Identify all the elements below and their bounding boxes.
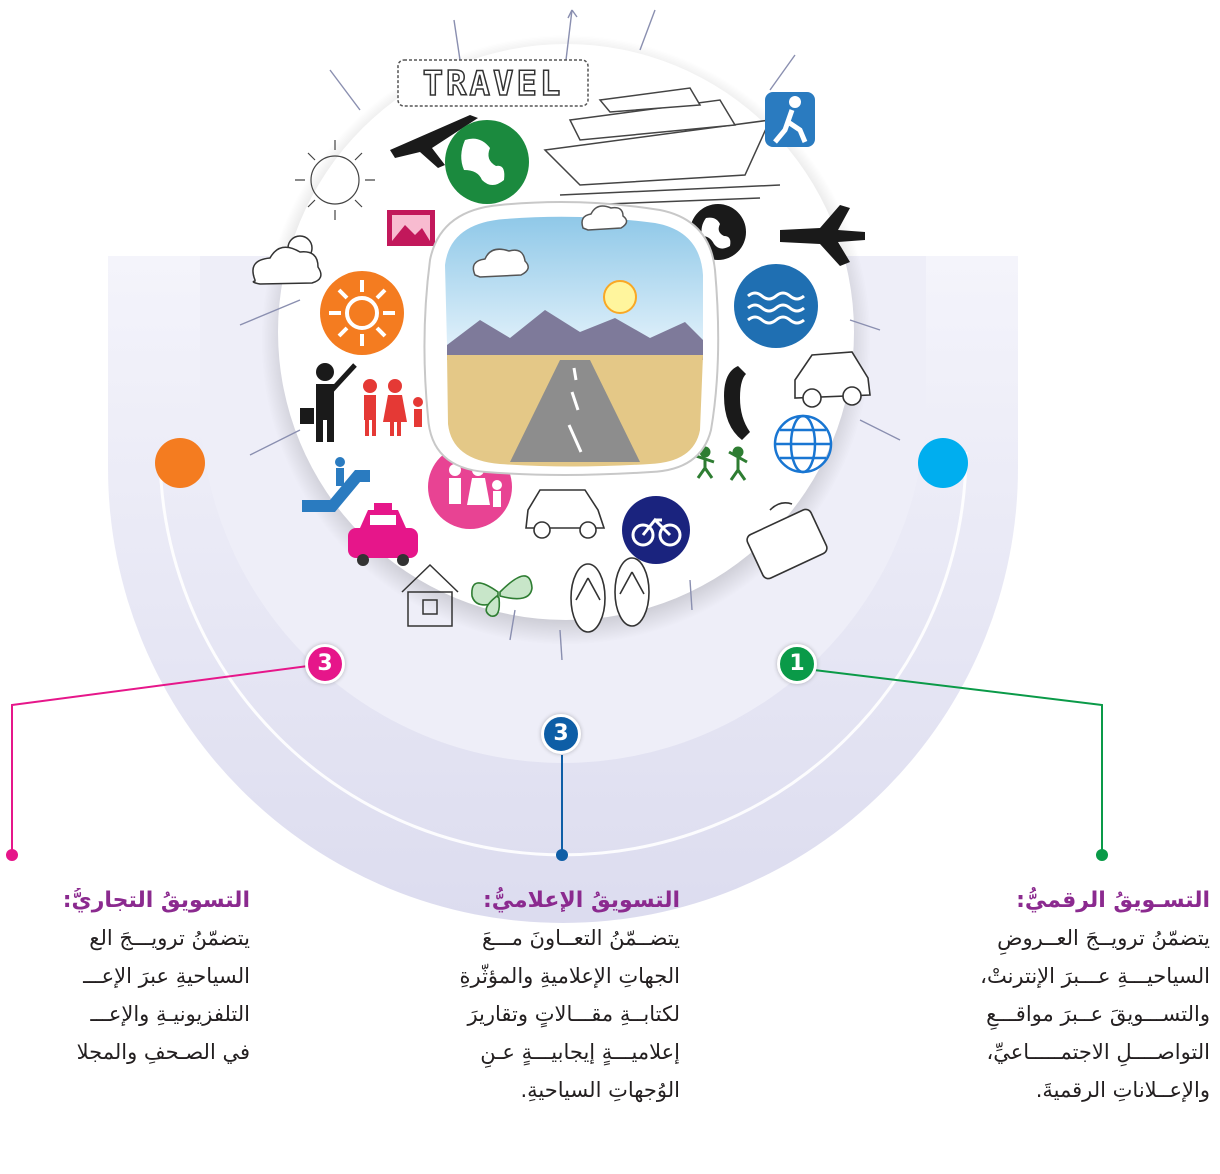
airplane-right-icon <box>780 205 865 266</box>
globe-icon <box>445 120 529 204</box>
car-icon <box>794 351 871 408</box>
digital-line: والتســـويقَ عــبرَ مواقـــعِ <box>986 1002 1210 1026</box>
escalator-icon <box>302 457 370 512</box>
commercial-clip: التسويقُ التجاريُّ: يتضمّنُ ترويـــجَ ال… <box>0 888 250 1088</box>
media-line: يتضــمّنُ التعــاونَ مـــعَ <box>481 926 680 950</box>
butterfly-icon <box>471 575 533 617</box>
digital-line: التواصــــلِ الاجتمـــــاعيِّ، <box>986 1040 1210 1064</box>
commercial-marketing-heading: التسويقُ التجاريُّ: <box>62 888 250 913</box>
picture-icon <box>387 210 435 246</box>
connector-right-dot <box>1096 849 1108 861</box>
businessman-icon <box>300 363 357 442</box>
commercial-line: في الصـحفِ والمجلا <box>76 1040 250 1064</box>
sun-sketch-icon <box>295 140 375 220</box>
marker-media: 3 <box>541 714 581 754</box>
travel-badge-text: TRAVEL <box>423 64 564 104</box>
taxi-icon <box>348 503 418 566</box>
house-icon <box>401 563 459 627</box>
sketch-arrows <box>239 9 901 661</box>
commercial-marketing-box: التسويقُ التجاريُّ: يتضمّنُ ترويـــجَ ال… <box>0 888 250 1071</box>
dancers-icon <box>695 446 748 481</box>
digital-marketing-box: التسـويقُ الرقميُّ: يتضمّنُ ترويــجَ الع… <box>928 888 1210 1109</box>
family-icon <box>363 379 423 436</box>
car-sketch-icon <box>525 489 606 539</box>
cruise-ship-icon <box>543 87 781 206</box>
airplane-icon <box>390 115 478 168</box>
hiker-icon <box>765 92 815 147</box>
media-marketing-heading: التسويقُ الإعلاميُّ: <box>482 888 680 913</box>
media-line: الوُجهاتِ السياحيةِ. <box>520 1078 680 1102</box>
commercial-marketing-body: يتضمّنُ ترويـــجَ الع السياحيةِ عبرَ الإ… <box>0 919 250 1071</box>
commercial-line: السياحيةِ عبرَ الإعـــ <box>83 964 250 988</box>
center-landscape-image <box>423 200 720 476</box>
sun-icon <box>320 271 404 355</box>
digital-line: والإعــلاناتِ الرقميةَ. <box>1035 1078 1210 1102</box>
bicycle-icon <box>622 496 690 564</box>
digital-line: السياحيـــةِ عـــبرَ الإنترنتْ، <box>980 964 1210 988</box>
phone-icon <box>724 366 750 440</box>
side-dot-right <box>918 438 968 488</box>
media-line: لكتابــةِ مقـــالاتٍ وتقاريرَ <box>467 1002 680 1026</box>
media-line: الجهاتِ الإعلاميةِ والمؤثّرةِ <box>459 964 681 988</box>
travel-badge: TRAVEL <box>397 59 589 107</box>
flip-flops-icon <box>570 557 650 633</box>
connector-right <box>813 669 1103 855</box>
marker-digital: 1 <box>777 644 817 684</box>
commercial-line: التلفزيونيـةِ والإعـــ <box>90 1002 250 1026</box>
media-marketing-body: يتضــمّنُ التعــاونَ مـــعَ الجهاتِ الإع… <box>398 919 681 1109</box>
waves-icon <box>734 264 818 348</box>
connector-left-dot <box>6 849 18 861</box>
media-line: إعلاميـــةٍ إيجابيـــةٍ عـنِ <box>480 1040 680 1064</box>
media-marketing-box: التسويقُ الإعلاميُّ: يتضــمّنُ التعــاون… <box>398 888 681 1109</box>
side-dot-left <box>155 438 205 488</box>
world-grid-icon <box>773 414 833 474</box>
connector-left <box>11 665 309 855</box>
connector-middle-dot <box>556 849 568 861</box>
cloud-sun-icon <box>252 235 322 285</box>
digital-marketing-body: يتضمّنُ ترويــجَ العــروضِ السياحيـــةِ … <box>928 919 1210 1109</box>
suitcase-icon <box>746 502 828 580</box>
digital-marketing-heading: التسـويقُ الرقميُّ: <box>1016 888 1210 913</box>
marker-commercial: 3 <box>305 644 345 684</box>
digital-line: يتضمّنُ ترويــجَ العــروضِ <box>997 926 1210 950</box>
commercial-line: يتضمّنُ ترويـــجَ الع <box>89 926 250 950</box>
